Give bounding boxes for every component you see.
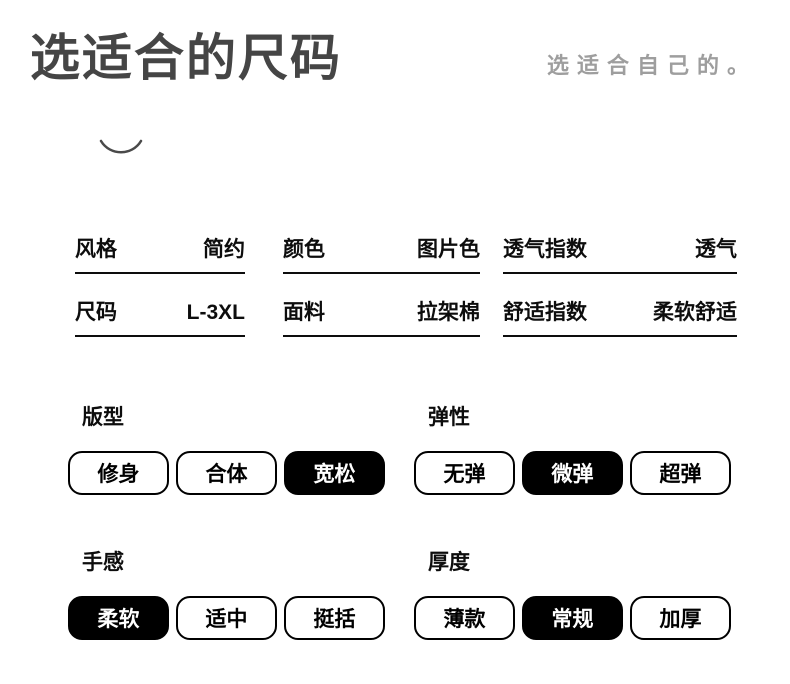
pill-elasticity-none[interactable]: 无弹 — [414, 450, 515, 495]
spec-value: 简约 — [203, 237, 245, 261]
pill-row: 柔软 适中 挺括 — [68, 595, 414, 640]
pill-fit-loose[interactable]: 宽松 — [284, 450, 385, 495]
option-group-feel: 手感 柔软 适中 挺括 — [68, 546, 414, 640]
group-label-thickness: 厚度 — [428, 550, 470, 574]
group-label-fit: 版型 — [82, 405, 124, 429]
spec-value: 拉架棉 — [417, 300, 480, 324]
smile-curve-icon — [98, 138, 790, 158]
spec-value: 柔软舒适 — [653, 300, 737, 324]
pill-feel-crisp[interactable]: 挺括 — [284, 595, 385, 640]
spec-column: 风格 简约 尺码 L-3XL — [75, 238, 245, 337]
spec-column: 透气指数 透气 舒适指数 柔软舒适 — [503, 238, 737, 337]
spec-label: 风格 — [75, 237, 117, 261]
spec-label: 透气指数 — [503, 237, 587, 261]
pill-thickness-thin[interactable]: 薄款 — [414, 595, 515, 640]
option-group-elasticity: 弹性 无弹 微弹 超弹 — [414, 401, 790, 495]
group-label-elasticity: 弹性 — [428, 405, 470, 429]
spec-row-breathability: 透气指数 透气 — [503, 238, 737, 274]
page-subtitle: 选适合自己的。 — [546, 52, 757, 78]
pill-elasticity-super[interactable]: 超弹 — [630, 450, 731, 495]
option-group-fit: 版型 修身 合体 宽松 — [68, 401, 414, 495]
spec-row-style: 风格 简约 — [75, 238, 245, 274]
pill-thickness-thick[interactable]: 加厚 — [630, 595, 731, 640]
pill-elasticity-slight[interactable]: 微弹 — [522, 450, 623, 495]
pill-feel-soft[interactable]: 柔软 — [68, 595, 169, 640]
page-title: 选适合的尺码 — [30, 30, 342, 86]
option-groups: 版型 修身 合体 宽松 弹性 无弹 微弹 超弹 手感 柔软 适中 挺括 厚度 薄… — [68, 401, 790, 640]
spec-column: 颜色 图片色 面料 拉架棉 — [283, 238, 480, 337]
spec-label: 颜色 — [283, 237, 325, 261]
pill-feel-medium[interactable]: 适中 — [176, 595, 277, 640]
spec-value: L-3XL — [186, 300, 245, 324]
spec-label: 尺码 — [75, 300, 117, 324]
spec-value: 图片色 — [417, 237, 480, 261]
spec-value: 透气 — [695, 237, 737, 261]
pill-fit-regular[interactable]: 合体 — [176, 450, 277, 495]
spec-table: 风格 简约 尺码 L-3XL 颜色 图片色 面料 拉架棉 透气指数 透气 舒适指… — [75, 238, 790, 337]
spec-row-comfort: 舒适指数 柔软舒适 — [503, 301, 737, 337]
header: 选适合的尺码 选适合自己的。 — [0, 0, 790, 88]
spec-label: 面料 — [283, 300, 325, 324]
group-label-feel: 手感 — [82, 550, 124, 574]
option-group-thickness: 厚度 薄款 常规 加厚 — [414, 546, 790, 640]
spec-row-size: 尺码 L-3XL — [75, 301, 245, 337]
pill-thickness-regular[interactable]: 常规 — [522, 595, 623, 640]
spec-row-fabric: 面料 拉架棉 — [283, 301, 480, 337]
spec-label: 舒适指数 — [503, 300, 587, 324]
pill-row: 无弹 微弹 超弹 — [414, 450, 790, 495]
spec-row-color: 颜色 图片色 — [283, 238, 480, 274]
pill-row: 修身 合体 宽松 — [68, 450, 414, 495]
pill-row: 薄款 常规 加厚 — [414, 595, 790, 640]
pill-fit-slim[interactable]: 修身 — [68, 450, 169, 495]
